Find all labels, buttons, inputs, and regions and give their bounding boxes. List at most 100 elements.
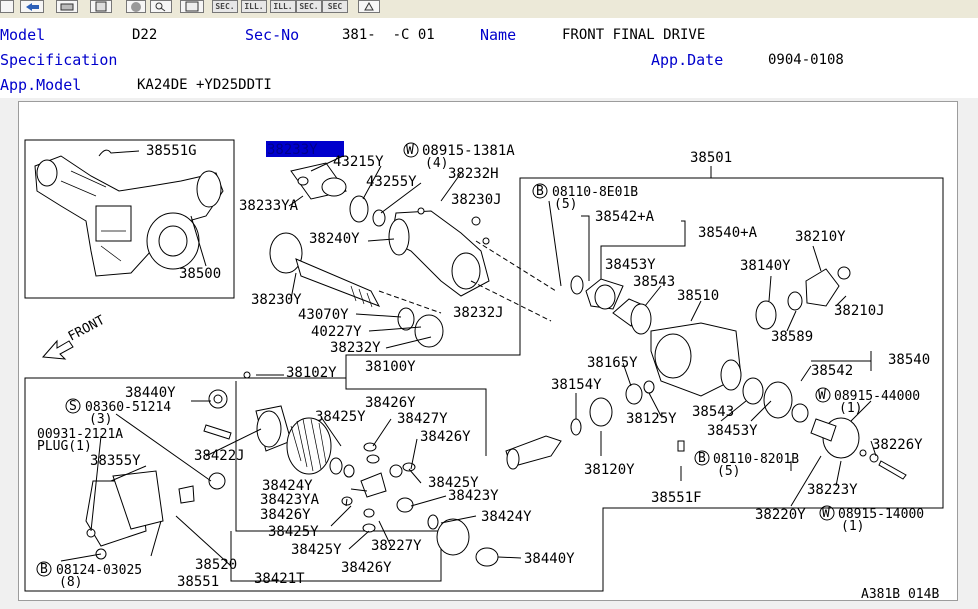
part-38125Y[interactable]: 38125Y	[626, 411, 677, 427]
part-08110-8201B[interactable]: 08110-8201B	[713, 452, 799, 467]
name-label: Name	[480, 26, 517, 44]
search-button[interactable]	[150, 0, 172, 13]
record-button[interactable]	[126, 0, 146, 13]
qty-08915-14000: (1)	[841, 519, 864, 534]
part-38440Y-top[interactable]: 38440Y	[125, 385, 176, 401]
qty-08360-51214: (3)	[89, 412, 112, 427]
part-08360-51214[interactable]: 08360-51214	[85, 400, 171, 415]
part-38423YA[interactable]: 38423YA	[260, 492, 320, 508]
part-38165Y[interactable]: 38165Y	[587, 355, 638, 371]
sec-button-1[interactable]: SEC.	[212, 0, 238, 13]
part-38542A[interactable]: 38542+A	[595, 209, 655, 225]
part-38232J[interactable]: 38232J	[453, 305, 504, 321]
part-38230J[interactable]: 38230J	[451, 192, 502, 208]
book-icon	[185, 1, 199, 12]
part-38226Y[interactable]: 38226Y	[872, 437, 923, 453]
back-arrow-button[interactable]	[20, 0, 44, 13]
part-38453Y-top[interactable]: 38453Y	[605, 257, 656, 273]
part-08124-03025[interactable]: 08124-03025	[56, 563, 142, 578]
part-38240Y[interactable]: 38240Y	[309, 231, 360, 247]
part-38421T[interactable]: 38421T	[254, 571, 305, 587]
part-38426Y-a[interactable]: 38426Y	[365, 395, 416, 411]
part-38220Y[interactable]: 38220Y	[755, 507, 806, 523]
print-preview-button[interactable]	[0, 0, 14, 13]
part-38426Y-c[interactable]: 38426Y	[260, 507, 311, 523]
part-38233YA[interactable]: 38233YA	[239, 198, 299, 214]
part-43215Y[interactable]: 43215Y	[333, 154, 384, 170]
part-43255Y[interactable]: 43255Y	[366, 174, 417, 190]
help-icon	[364, 1, 374, 11]
part-38543-bot[interactable]: 38543	[692, 404, 734, 420]
sec-button-3[interactable]: SEC	[322, 0, 348, 13]
part-08915-14000[interactable]: 08915-14000	[838, 507, 924, 522]
qty-08110-8E01B: (5)	[554, 197, 577, 212]
part-38551G[interactable]: 38551G	[146, 143, 197, 159]
book-button[interactable]	[180, 0, 204, 13]
part-38102Y[interactable]: 38102Y	[286, 365, 337, 381]
part-38100Y[interactable]: 38100Y	[365, 359, 416, 375]
sec-button-2[interactable]: SEC.	[296, 0, 322, 13]
printer-icon	[60, 3, 74, 11]
part-38426Y-b[interactable]: 38426Y	[420, 429, 471, 445]
part-38355Y[interactable]: 38355Y	[90, 453, 141, 469]
part-38140Y[interactable]: 38140Y	[740, 258, 791, 274]
part-38227Y[interactable]: 38227Y	[371, 538, 422, 554]
specification-label: Specification	[0, 51, 118, 69]
part-38551[interactable]: 38551	[177, 574, 219, 590]
selected-part-highlight	[266, 141, 344, 157]
model-label: Model	[0, 26, 46, 44]
part-38510[interactable]: 38510	[677, 288, 719, 304]
part-38500[interactable]: 38500	[179, 266, 221, 282]
circle-b-3: B	[40, 562, 48, 577]
part-38540[interactable]: 38540	[888, 352, 930, 368]
part-38233Y-selected[interactable]: 38233Y	[267, 142, 318, 158]
plug-label: PLUG(1)	[37, 439, 92, 454]
part-08110-8E01B[interactable]: 08110-8E01B	[552, 185, 638, 200]
part-38427Y[interactable]: 38427Y	[397, 411, 448, 427]
inset-frame	[24, 139, 235, 299]
part-38542[interactable]: 38542	[811, 363, 853, 379]
calculator-button[interactable]	[90, 0, 112, 13]
part-38424Y-a[interactable]: 38424Y	[262, 478, 313, 494]
parts-diagram-panel[interactable]: 38551G 38500 FRONT 38233Y	[18, 101, 958, 601]
part-00931-2121A[interactable]: 00931-2121A	[37, 427, 123, 442]
part-38520[interactable]: 38520	[195, 557, 237, 573]
part-38424Y-b[interactable]: 38424Y	[481, 509, 532, 525]
part-38232H[interactable]: 38232H	[448, 166, 499, 182]
ill-button-1[interactable]: ILL.	[241, 0, 267, 13]
part-08915-1381A[interactable]: 08915-1381A	[422, 143, 515, 159]
part-38422J[interactable]: 38422J	[194, 448, 245, 464]
name-value: FRONT FINAL DRIVE	[562, 27, 706, 43]
part-38425Y-c[interactable]: 38425Y	[291, 542, 342, 558]
ill-button-2[interactable]: ILL.	[270, 0, 296, 13]
part-08915-44000[interactable]: 08915-44000	[834, 389, 920, 404]
part-38120Y[interactable]: 38120Y	[584, 462, 635, 478]
appdate-label: App.Date	[651, 51, 724, 69]
part-38453Y-bot[interactable]: 38453Y	[707, 423, 758, 439]
part-38589[interactable]: 38589	[771, 329, 813, 345]
search-icon	[155, 2, 166, 12]
part-38543-top[interactable]: 38543	[633, 274, 675, 290]
part-38423Y[interactable]: 38423Y	[448, 488, 499, 504]
help-button[interactable]	[358, 0, 380, 13]
part-38551F[interactable]: 38551F	[651, 490, 702, 506]
part-43070Y[interactable]: 43070Y	[298, 307, 349, 323]
part-38425Y-a[interactable]: 38425Y	[315, 409, 366, 425]
part-38154Y[interactable]: 38154Y	[551, 377, 602, 393]
part-38501[interactable]: 38501	[690, 150, 732, 166]
part-38425Y-d[interactable]: 38425Y	[428, 475, 479, 491]
part-38232Y[interactable]: 38232Y	[330, 340, 381, 356]
part-38440Y-bot[interactable]: 38440Y	[524, 551, 575, 567]
part-38210J[interactable]: 38210J	[834, 303, 885, 319]
part-38210Y[interactable]: 38210Y	[795, 229, 846, 245]
part-38425Y-b[interactable]: 38425Y	[268, 524, 319, 540]
part-38230Y[interactable]: 38230Y	[251, 292, 302, 308]
part-38223Y[interactable]: 38223Y	[807, 482, 858, 498]
model-value: D22	[132, 27, 158, 43]
axle-assembly-illustration	[34, 149, 224, 277]
print-button[interactable]	[56, 0, 78, 13]
part-40227Y[interactable]: 40227Y	[311, 324, 362, 340]
appmodel-label: App.Model	[0, 76, 82, 94]
part-38426Y-d[interactable]: 38426Y	[341, 560, 392, 576]
part-38540A[interactable]: 38540+A	[698, 225, 758, 241]
